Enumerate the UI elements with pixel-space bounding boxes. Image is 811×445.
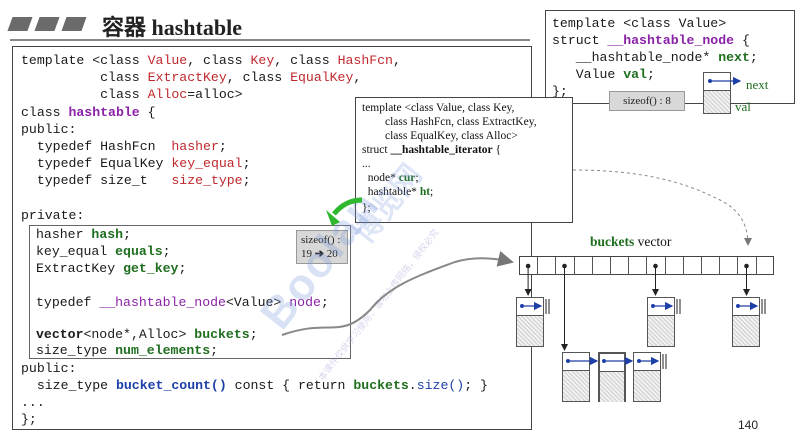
code-line-16: public: (21, 361, 77, 376)
code-line-5: public: (21, 122, 77, 137)
node-code-line-1: template <class Value> (552, 16, 727, 31)
node-struct-box: template <class Value> struct __hashtabl… (545, 10, 795, 111)
iter-code-line-7: hashtable* ht; (362, 186, 434, 198)
code-line-1: template <class Value, class Key, class … (21, 53, 401, 68)
bucket-cell (611, 257, 630, 275)
node-sizeof-badge: sizeof() : 8 (609, 91, 685, 111)
node-illustration (703, 72, 731, 114)
code-line-12: ExtractKey get_key; (36, 261, 187, 276)
iterator-struct-box: template <class Value, class Key, class … (355, 97, 573, 223)
chain-node-b7 (647, 297, 675, 347)
code-line-2: class ExtractKey, class EqualKey, (21, 70, 362, 85)
code-line-18: ... (21, 395, 45, 410)
bucket-pointer-group (524, 263, 750, 351)
iter-code-line-6: node* cur; (362, 172, 419, 184)
chain-node-b2-1 (562, 352, 590, 402)
green-pointer-arrowhead (326, 210, 340, 226)
iter-code-line-2: class HashFcn, class ExtractKey, (362, 116, 537, 128)
bucket-cell (666, 257, 684, 275)
code-line-11: key_equal equals; (36, 244, 171, 259)
code-line-9: private: (21, 208, 85, 223)
private-members-box: hasher hash; key_equal equals; ExtractKe… (29, 225, 351, 359)
buckets-vector (519, 256, 774, 275)
node-code-line-3: __hashtable_node* next; (552, 50, 758, 65)
iter-code-line-4: struct __hashtable_iterator { (362, 144, 502, 156)
iter-code-line-5: ... (362, 158, 371, 170)
page-title: 容器 hashtable (102, 15, 242, 40)
code-line-13: typedef __hashtable_node<Value> node; (36, 295, 329, 310)
code-line-19: }; (21, 412, 37, 427)
node-code-line-2: struct __hashtable_node { (552, 33, 750, 48)
node-val-label: val (735, 99, 751, 114)
page-number: 140 (738, 418, 759, 432)
bucket-cell (720, 257, 739, 275)
bucket-cell (556, 257, 575, 275)
bucket-cell (629, 257, 648, 275)
green-pointer-arrow (332, 197, 363, 216)
buckets-label: buckets vector (590, 234, 672, 249)
buckets-link-curve (281, 251, 514, 336)
code-line-10: hasher hash; (36, 227, 131, 242)
node-code-line-4: Value val; (552, 67, 655, 82)
code-line-3: class Alloc=alloc> (21, 87, 243, 102)
node-next-cell (704, 73, 730, 91)
node-next-label: next (746, 77, 769, 92)
code-line-7: typedef EqualKey key_equal; (21, 156, 251, 171)
bucket-cell (738, 257, 757, 275)
code-line-15: size_type num_elements; (36, 343, 219, 358)
bucket-cell (647, 257, 666, 275)
title-underline (10, 39, 530, 41)
sizeof-label: sizeof() : (301, 234, 341, 246)
iter-code-line-3: class EqualKey, class Alloc> (362, 130, 518, 142)
code-line-6: typedef HashFcn hasher; (21, 139, 227, 154)
node-code-line-5: }; (552, 84, 568, 99)
bucket-cell (575, 257, 593, 275)
code-line-14: vector<node*,Alloc> buckets; (36, 327, 258, 342)
iter-code-line-1: template <class Value, class Key, (362, 102, 515, 114)
code-line-17: size_type bucket_count() const { return … (21, 378, 488, 393)
bucket-cell (520, 257, 539, 275)
sizeof-values: 19 ➔ 20 (301, 248, 338, 260)
iter-code-line-8: }; (362, 202, 371, 214)
sizeof-badge: sizeof() : 19 ➔ 20 (296, 230, 348, 264)
bucket-cell (593, 257, 611, 275)
bucket-cell (538, 257, 557, 275)
code-line-4: class hashtable { (21, 105, 156, 120)
code-line-8: typedef size_t size_type; (21, 173, 251, 188)
bucket-cell (684, 257, 702, 275)
bucket-cell (702, 257, 721, 275)
node-val-cell (704, 91, 730, 113)
iterator-dashed-link (572, 169, 752, 246)
